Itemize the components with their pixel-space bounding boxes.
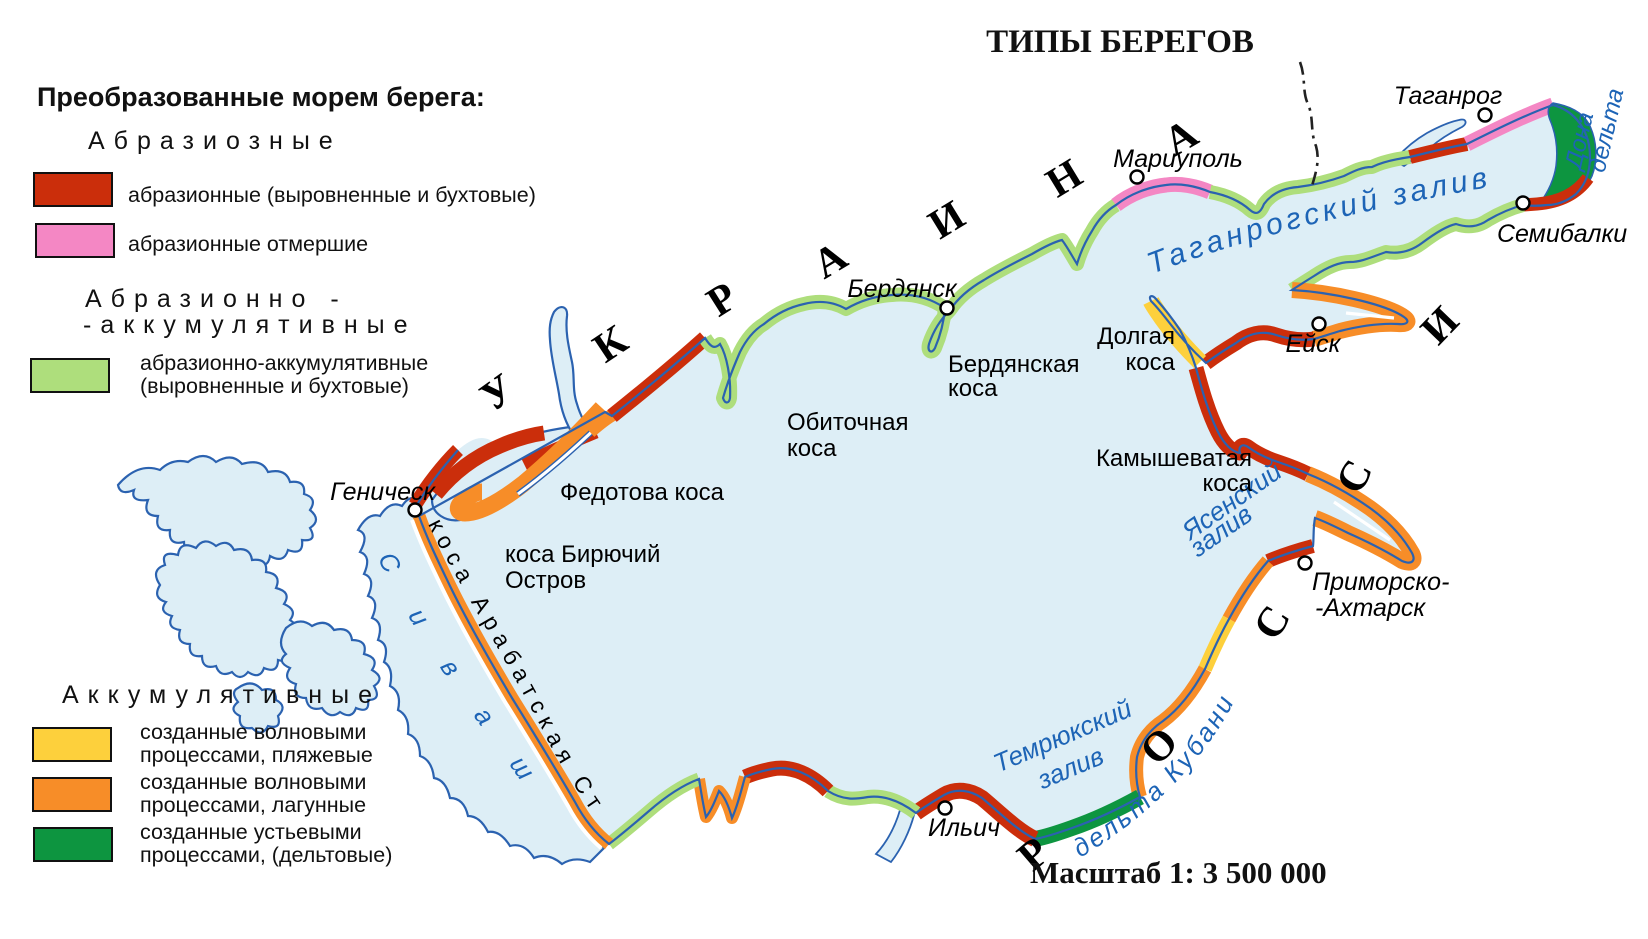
coast-segment-beach bbox=[1143, 297, 1207, 369]
label-berdyanskaya-line2: коса bbox=[948, 375, 998, 402]
marker-yeysk bbox=[1311, 316, 1327, 332]
marker-ilyich bbox=[937, 800, 953, 816]
legend-label-abrasion-dead: абразионные отмершие bbox=[128, 232, 369, 256]
legend-section-accum: Аккумулятивные bbox=[62, 681, 381, 709]
coast-segment-abrasion bbox=[430, 425, 546, 499]
label-mariupol: Мариуполь bbox=[1113, 145, 1243, 173]
city-labels: Геническ Бердянск Мариуполь Таганрог Сем… bbox=[330, 82, 1627, 842]
page-title-text: ТИПЫ БЕРЕГОВ bbox=[986, 24, 1254, 60]
label-biryuchy-line2: Остров bbox=[505, 567, 586, 594]
arabat-spit-land bbox=[410, 519, 603, 850]
shoreline bbox=[414, 103, 1592, 846]
label-dolgaya-line2: коса bbox=[1126, 349, 1176, 376]
label-berdyanskaya-line1: Бердянская bbox=[948, 351, 1080, 378]
legend-label-line: созданные устьевыми bbox=[140, 820, 362, 844]
legend-label-line: созданные волновыми bbox=[140, 770, 367, 794]
legend-section-abrasion: Абразиозные bbox=[88, 127, 342, 155]
legend-label-accum-lagoon: созданные волновыми процессами, лагунные bbox=[140, 771, 366, 817]
marker-berdyansk bbox=[939, 300, 955, 316]
marker-mariupol bbox=[1129, 169, 1145, 185]
sea-of-azov bbox=[415, 105, 1590, 844]
label-kamyshevataya-line2: коса bbox=[1203, 470, 1253, 497]
marker-primorsko-akhtarsk bbox=[1297, 555, 1313, 571]
legend-header: Преобразованные морем берега: bbox=[37, 82, 485, 112]
label-kamyshevataya-line1: Камышеватая bbox=[1096, 445, 1252, 472]
yasensky-spit-lagoon bbox=[1333, 500, 1391, 542]
label-primorsko-akhtarsk-line2: -Ахтарск bbox=[1315, 594, 1426, 622]
label-obitochnaya-line2: коса bbox=[787, 435, 837, 462]
legend-section-abrasion-accum-line2: -аккумулятивные bbox=[83, 311, 417, 339]
legend-label-accum-beach: созданные волновыми процессами, пляжевые bbox=[140, 721, 373, 767]
legend-swatch-accum-lagoon bbox=[32, 777, 112, 812]
yeysk-spit-lagoon bbox=[1345, 311, 1395, 320]
legend-label-abrasion: абразионные (выровненные и бухтовые) bbox=[128, 183, 536, 207]
page-title: ТИПЫ БЕРЕГОВ bbox=[0, 24, 1648, 61]
label-yeysk: Ейск bbox=[1286, 330, 1342, 358]
coast-segment-lagoon bbox=[449, 402, 609, 522]
legend-label-line: (выровненные и бухтовые) bbox=[140, 374, 409, 398]
legend-label-line: созданные волновыми bbox=[140, 720, 367, 744]
label-berdyansk: Бердянск bbox=[847, 275, 958, 303]
label-genichesk: Геническ bbox=[330, 478, 436, 506]
marker-genichesk bbox=[407, 502, 423, 518]
legend-label-abrasion-accum: абразионно-аккумулятивные (выровненные и… bbox=[140, 352, 428, 398]
label-fedotova-spit: Федотова коса bbox=[560, 479, 725, 506]
marker-taganrog bbox=[1477, 107, 1493, 123]
legend-label-line: процессами, (дельтовые) bbox=[140, 843, 393, 867]
legend-label-line: абразионно-аккумулятивные bbox=[140, 351, 429, 375]
legend-swatch-abrasion-accum bbox=[30, 358, 110, 393]
legend-swatch-accum-delta bbox=[33, 827, 113, 862]
legend-section-abrasion-accum-line1: Абразионно - bbox=[85, 285, 348, 313]
scale-label: Масштаб 1: 3 500 000 bbox=[1030, 855, 1327, 890]
kerch-strait bbox=[874, 808, 916, 864]
label-semibalki: Семибалки bbox=[1497, 220, 1627, 248]
legend-label-line: процессами, пляжевые bbox=[140, 743, 373, 767]
legend-swatch-accum-beach bbox=[32, 727, 112, 762]
legend-label-line: процессами, лагунные bbox=[140, 793, 367, 817]
label-obitochnaya-line1: Обиточная bbox=[787, 409, 908, 436]
legend-swatch-abrasion-dead bbox=[35, 223, 115, 258]
legend-swatch-abrasion bbox=[33, 172, 113, 207]
label-biryuchy-line1: коса Бирючий bbox=[505, 541, 660, 568]
label-taganrog: Таганрог bbox=[1394, 82, 1502, 110]
sivash-lagoon bbox=[116, 454, 606, 866]
label-ilyich: Ильич bbox=[928, 814, 1000, 842]
label-dolgaya-line1: Долгая bbox=[1097, 323, 1175, 350]
city-markers bbox=[407, 107, 1531, 816]
marker-semibalki bbox=[1515, 195, 1531, 211]
label-primorsko-akhtarsk-line1: Приморско- bbox=[1312, 568, 1449, 596]
legend-label-accum-delta: созданные устьевыми процессами, (дельтов… bbox=[140, 821, 392, 867]
state-border-line bbox=[1298, 61, 1319, 187]
